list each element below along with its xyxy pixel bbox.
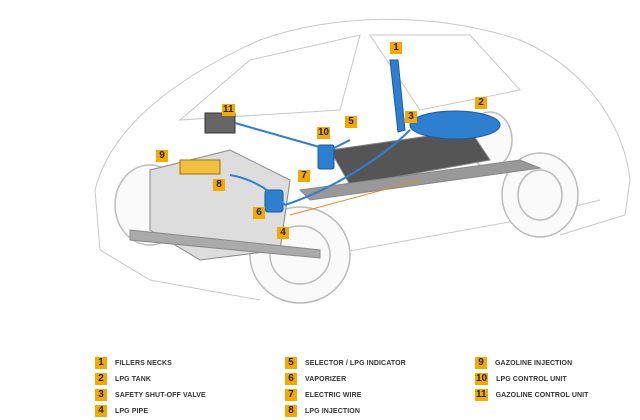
legend-number: 8 (285, 405, 297, 417)
legend-item: 10 LPG CONTROL UNIT (475, 372, 567, 386)
legend-item: 1 FILLERS NECKS (95, 356, 172, 370)
callout-2: 2 (475, 97, 487, 109)
callout-3: 3 (405, 111, 417, 123)
legend-item: 5 SELECTOR / LPG INDICATOR (285, 356, 406, 370)
legend-number: 5 (285, 357, 297, 369)
legend-label: LPG PIPE (115, 407, 149, 415)
legend-number: 9 (475, 357, 487, 369)
callout-7: 7 (298, 170, 310, 182)
car-cutaway-illustration (94, 18, 631, 304)
callout-1: 1 (390, 42, 402, 54)
legend-item: 3 SAFETY SHUT-OFF VALVE (95, 388, 206, 402)
callout-4: 4 (277, 227, 289, 239)
legend-item: 6 VAPORIZER (285, 372, 346, 386)
callout-9: 9 (156, 150, 168, 162)
legend-label: VAPORIZER (305, 375, 347, 383)
legend-item: 2 LPG TANK (95, 372, 151, 386)
lpg-components (179, 59, 501, 213)
callout-6: 6 (253, 207, 265, 219)
pipes-and-wires (229, 122, 421, 216)
legend-label: GAZOLINE INJECTION (495, 359, 573, 367)
legend-number: 4 (95, 405, 107, 417)
legend-label: ELECTRIC WIRE (305, 391, 362, 399)
legend-item: 7 ELECTRIC WIRE (285, 388, 362, 402)
legend-number: 2 (95, 373, 107, 385)
legend-number: 6 (285, 373, 297, 385)
legend-number: 1 (95, 357, 107, 369)
legend-label: LPG TANK (115, 375, 152, 383)
legend-number: 7 (285, 389, 297, 401)
legend-number: 3 (95, 389, 107, 401)
legend-item: 4 LPG PIPE (95, 404, 148, 418)
legend: 1 FILLERS NECKS 2 LPG TANK 3 SAFETY SHUT-OF… (95, 356, 640, 420)
callout-5: 5 (345, 116, 357, 128)
legend-number: 11 (475, 389, 488, 401)
legend-label: SELECTOR / LPG INDICATOR (305, 359, 406, 367)
filler-neck (389, 59, 406, 133)
lpg-tank (409, 110, 501, 140)
gazoline-control-unit (204, 112, 236, 134)
callout-8: 8 (213, 179, 225, 191)
legend-label: LPG INJECTION (305, 407, 360, 415)
legend-label: FILLERS NECKS (115, 359, 172, 367)
legend-label: SAFETY SHUT-OFF VALVE (115, 391, 206, 399)
legend-label: GAZOLINE CONTROL UNIT (495, 391, 589, 399)
legend-label: LPG CONTROL UNIT (496, 375, 567, 383)
legend-item: 8 LPG INJECTION (285, 404, 360, 418)
legend-item: 11 GAZOLINE CONTROL UNIT (475, 388, 589, 402)
callout-11: 11 (222, 104, 235, 116)
engine-and-chassis (129, 129, 542, 261)
gazoline-injection (179, 159, 221, 175)
legend-item: 9 GAZOLINE INJECTION (475, 356, 572, 370)
legend-number: 10 (475, 373, 489, 385)
vaporizer (264, 189, 284, 213)
callout-10: 10 (317, 127, 331, 139)
